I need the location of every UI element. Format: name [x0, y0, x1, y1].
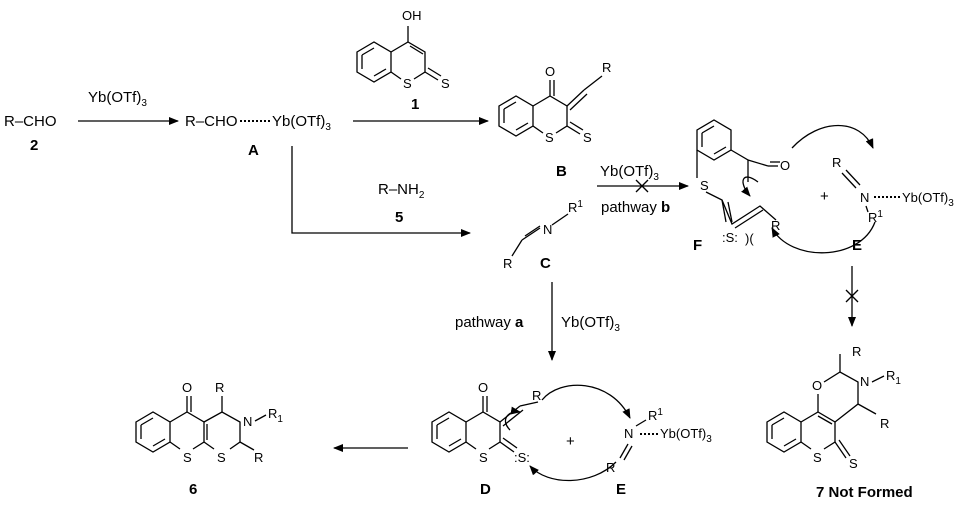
intermediate-D-structure: O R S :S: D + [431, 380, 631, 498]
catalyst-E-top: Yb(OTf)3 [902, 190, 954, 209]
label-A: A [248, 142, 259, 159]
blocked-cross-7b [845, 289, 859, 303]
amine-number: 5 [395, 209, 403, 226]
catalyst-label-pathway-b: Yb(OTf)3 [600, 163, 659, 183]
thione-sulfur-F: :S: [722, 230, 738, 245]
product-6-structure: O R N R1 R S S 6 [135, 380, 283, 498]
substituent-R1-7: R1 [886, 368, 901, 387]
thione-sulfur-D: :S: [514, 450, 530, 465]
thione-sulfur-B: S [583, 130, 592, 145]
product-7-structure: O R N R1 R S S 7 Not Formed [766, 344, 913, 501]
label-E-bottom: E [616, 481, 626, 498]
substituent-R-D: R [532, 388, 541, 403]
curved-arrow-F-inner [741, 176, 759, 197]
plus-sign-D-E: + [566, 433, 575, 450]
complex-A-aldehyde: R–CHO [185, 113, 238, 130]
catalyst-label-pathway-a: Yb(OTf)3 [561, 314, 620, 334]
substituent-R-7-bottom: R [880, 416, 889, 431]
curved-arrow-D-bottom [529, 461, 617, 482]
carbonyl-oxygen-D: O [478, 380, 488, 395]
substituent-R-7-top: R [852, 344, 861, 359]
ring-sulfur-6a: S [183, 450, 192, 465]
ring-sulfur-D: S [479, 450, 488, 465]
label-D: D [480, 481, 491, 498]
substituent-R-E-top: R [832, 155, 841, 170]
ring-oxygen-7: O [812, 378, 822, 393]
label-product-7: 7 Not Formed [816, 484, 913, 501]
compound-1-structure: OH S S [356, 8, 450, 91]
curved-arrow-F-top [791, 125, 874, 149]
substituent-R1-C: R1 [568, 199, 583, 215]
carbonyl-oxygen-6: O [182, 380, 192, 395]
substituent-R1-E-top: R1 [868, 209, 883, 225]
pathway-b-label: pathway b [601, 199, 670, 216]
label-C: C [540, 255, 551, 272]
steric-clash-marks: )( [745, 231, 754, 246]
compound-B-structure: O R S S B [498, 60, 611, 180]
label-product-6: 6 [189, 481, 197, 498]
ring-sulfur-B: S [545, 130, 554, 145]
blocked-cross-b2 [635, 179, 649, 193]
imine-nitrogen-E-bottom: N [624, 426, 633, 441]
substituent-R-6-top: R [215, 380, 224, 395]
label-F: F [693, 237, 702, 254]
aldehyde-formula: R–CHO [4, 113, 57, 130]
carbonyl-oxygen-B: O [545, 64, 555, 79]
substituent-R-F: R [771, 218, 780, 233]
pathway-a-label: pathway a [455, 314, 524, 331]
thione-sulfur-7: S [849, 456, 858, 471]
substituent-R1-6: R1 [268, 406, 283, 425]
substituent-R-B: R [602, 60, 611, 75]
ring-sulfur-6b: S [217, 450, 226, 465]
complex-A-catalyst: Yb(OTf)3 [272, 113, 331, 133]
aldehyde-number: 2 [30, 137, 38, 154]
thione-sulfur-1: S [441, 76, 450, 91]
label-E-top: E [852, 237, 862, 254]
imine-C-structure: N R1 R C [503, 199, 583, 272]
plus-sign-F-E: + [820, 188, 829, 205]
ring-sulfur-1: S [403, 76, 412, 91]
amine-formula: R–NH2 [378, 181, 425, 201]
substituent-R-C: R [503, 256, 512, 271]
ring-sulfur-F: S [700, 178, 709, 193]
substituent-R-E-bottom: R [606, 460, 615, 475]
complex-A: R–CHO Yb(OTf)3 A [185, 113, 331, 159]
imine-nitrogen-E-top: N [860, 190, 869, 205]
aldehyde-2: R–CHO 2 [4, 113, 57, 154]
catalyst-text: Yb(OTf)3 [88, 89, 147, 109]
curved-arrow-D-top [541, 384, 631, 419]
compound-1-number: 1 [411, 96, 419, 113]
imine-nitrogen-C: N [543, 222, 552, 237]
curved-arrow-D-inner [504, 406, 521, 431]
catalyst-E-bottom: Yb(OTf)3 [660, 426, 712, 445]
curved-arrow-F-bottom [771, 221, 876, 254]
imine-E-bottom-structure: N R1 Yb(OTf)3 R E [606, 407, 712, 498]
substituent-R1-E-bottom: R1 [648, 407, 663, 423]
arrow-A-to-C [291, 146, 471, 237]
label-B: B [556, 163, 567, 180]
imine-E-top-structure: R N Yb(OTf)3 R1 E [832, 155, 954, 254]
ring-nitrogen-7: N [860, 374, 869, 389]
intermediate-F-structure: S O :S: )( R F + [693, 119, 876, 254]
substituent-R-6-bottom: R [254, 450, 263, 465]
ring-nitrogen-6: N [243, 414, 252, 429]
catalyst-label-step1: Yb(OTf)3 [88, 89, 147, 109]
ring-sulfur-7: S [813, 450, 822, 465]
carbonyl-oxygen-F: O [780, 158, 790, 173]
hydroxyl-group: OH [402, 8, 422, 23]
